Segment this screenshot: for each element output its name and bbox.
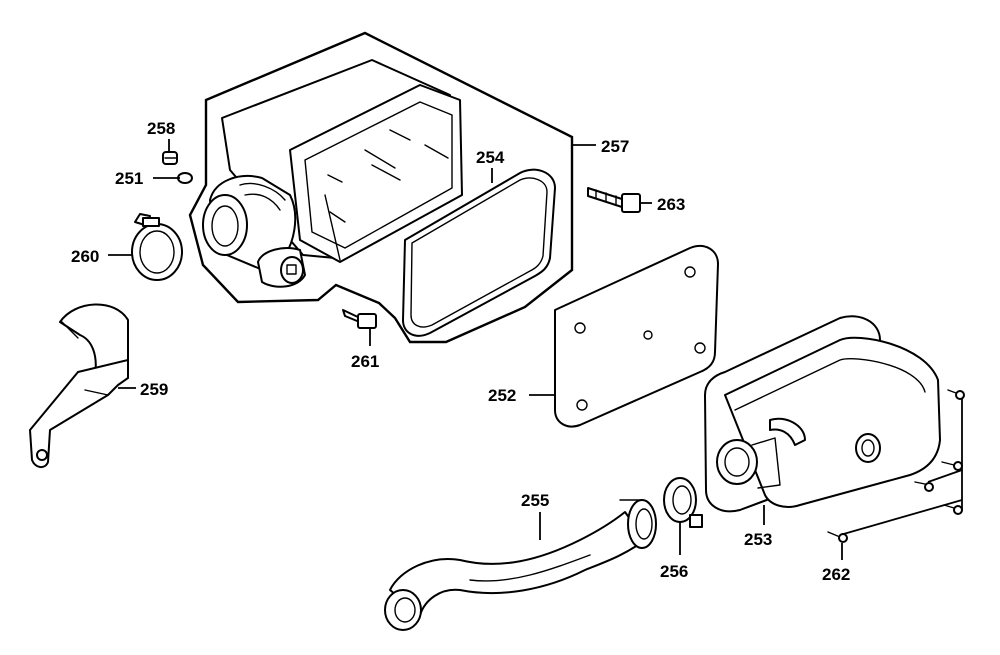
label-262: 262 <box>822 565 850 584</box>
label-258: 258 <box>147 119 175 138</box>
part-258-bolt <box>162 151 178 165</box>
label-251: 251 <box>115 169 143 188</box>
label-252: 252 <box>488 386 516 405</box>
assembly-257-outline <box>188 31 574 344</box>
label-260: 260 <box>71 247 99 266</box>
part-260-clamp <box>131 213 183 281</box>
label-261: 261 <box>351 352 379 371</box>
label-257: 257 <box>601 137 629 156</box>
part-251-washer <box>177 172 193 184</box>
part-labels: 258 251 260 259 261 254 257 263 252 253 … <box>71 119 850 584</box>
part-252-plate <box>554 245 719 428</box>
part-254-gasket <box>402 168 556 337</box>
leader-lines <box>108 139 843 560</box>
part-263-bolt <box>587 187 641 213</box>
part-256-clamp <box>663 477 703 528</box>
part-262-screws <box>827 389 965 543</box>
part-259-bracket <box>29 303 129 468</box>
label-259: 259 <box>140 380 168 399</box>
label-255: 255 <box>521 491 549 510</box>
label-263: 263 <box>657 195 685 214</box>
air-filter-housing <box>202 59 463 288</box>
part-253-cover <box>704 315 941 513</box>
label-256: 256 <box>660 562 688 581</box>
label-254: 254 <box>476 148 505 167</box>
part-255-hose <box>384 499 657 631</box>
part-261-bolt <box>342 309 377 329</box>
label-253: 253 <box>744 530 772 549</box>
